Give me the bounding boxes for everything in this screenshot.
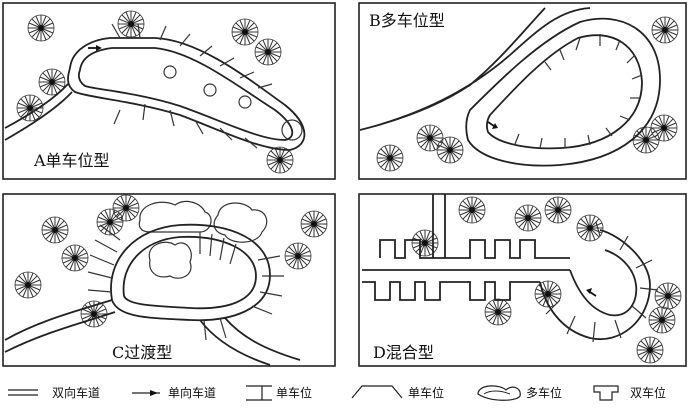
tree-icon bbox=[576, 214, 604, 242]
tree-icon bbox=[484, 298, 512, 326]
tree-icon bbox=[636, 336, 664, 364]
legend-label-multi-space: 多车位 bbox=[526, 385, 562, 400]
panel-a-label: A单车位型 bbox=[33, 151, 110, 170]
panel-a: A单车位型 bbox=[2, 2, 336, 180]
tree-icon bbox=[266, 146, 294, 174]
legend-single-space-2: 单车位 bbox=[351, 385, 444, 400]
tree-icon bbox=[632, 126, 660, 154]
tree-icon bbox=[651, 16, 679, 44]
legend-one-way: 单向车道 bbox=[132, 385, 216, 400]
tree-icon bbox=[300, 210, 328, 238]
tree-icon bbox=[650, 114, 678, 142]
tree-icon bbox=[514, 204, 542, 232]
panel-c: C过渡型 bbox=[2, 193, 336, 367]
legend-label-single-space-1: 单车位 bbox=[276, 385, 312, 400]
tree-icon bbox=[112, 194, 140, 222]
tree-icon bbox=[117, 10, 145, 38]
tree-icon bbox=[411, 229, 439, 257]
panel-d-label: D混合型 bbox=[373, 343, 434, 362]
tree-icon bbox=[41, 216, 69, 244]
panel-c-label: C过渡型 bbox=[112, 343, 172, 362]
tree-icon bbox=[458, 196, 486, 224]
legend-label-two-way: 双向车道 bbox=[52, 385, 100, 400]
panel-b: B多车位型 bbox=[358, 2, 687, 180]
tree-icon bbox=[284, 242, 312, 270]
tree-icon bbox=[231, 18, 259, 46]
legend: 双向车道 单向车道 单车位 单车位 多车位 双车位 bbox=[8, 385, 666, 401]
legend-two-way: 双向车道 bbox=[8, 385, 100, 400]
tree-icon bbox=[96, 208, 124, 236]
tree-icon bbox=[14, 271, 42, 299]
tree-icon bbox=[254, 38, 282, 66]
tree-icon bbox=[544, 196, 572, 224]
legend-label-double-space: 双车位 bbox=[630, 385, 666, 400]
tree-icon bbox=[436, 136, 464, 164]
arrow-icon bbox=[150, 390, 158, 396]
legend-single-space-1: 单车位 bbox=[246, 385, 312, 401]
tree-icon bbox=[648, 306, 676, 334]
tree-icon bbox=[376, 144, 404, 172]
tree-icon bbox=[416, 124, 444, 152]
tree-icon bbox=[61, 244, 89, 272]
panel-b-label: B多车位型 bbox=[369, 11, 445, 30]
panel-d: D混合型 bbox=[358, 193, 687, 367]
tree-icon bbox=[654, 282, 682, 310]
legend-double-space: 双车位 bbox=[593, 385, 666, 401]
tree-icon bbox=[27, 14, 55, 42]
legend-multi-space: 多车位 bbox=[477, 385, 562, 401]
legend-label-one-way: 单向车道 bbox=[168, 385, 216, 400]
legend-label-single-space-2: 单车位 bbox=[408, 385, 444, 400]
